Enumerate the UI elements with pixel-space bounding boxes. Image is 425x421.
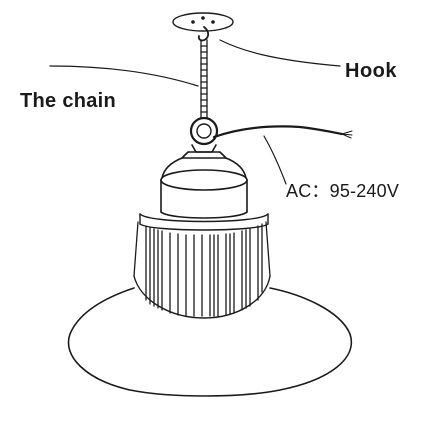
heat-sink-bottom bbox=[133, 275, 271, 319]
hook-label: Hook bbox=[345, 60, 397, 82]
heat-sink-fins bbox=[133, 221, 271, 317]
chain-label: The chain bbox=[20, 90, 117, 112]
ceiling-plate bbox=[172, 12, 234, 32]
heat-sink-rim bbox=[139, 213, 269, 231]
ac-voltage-label: AC：95-240V bbox=[286, 181, 400, 201]
driver-housing bbox=[160, 157, 248, 219]
leader-lines bbox=[49, 39, 341, 185]
chain bbox=[200, 39, 208, 119]
power-cable bbox=[212, 125, 344, 139]
lamp-shade bbox=[67, 287, 353, 397]
eye-ring bbox=[189, 116, 219, 146]
cable-wire-ends bbox=[341, 130, 353, 139]
hook-icon bbox=[197, 26, 210, 42]
lamp-neck bbox=[181, 144, 227, 159]
